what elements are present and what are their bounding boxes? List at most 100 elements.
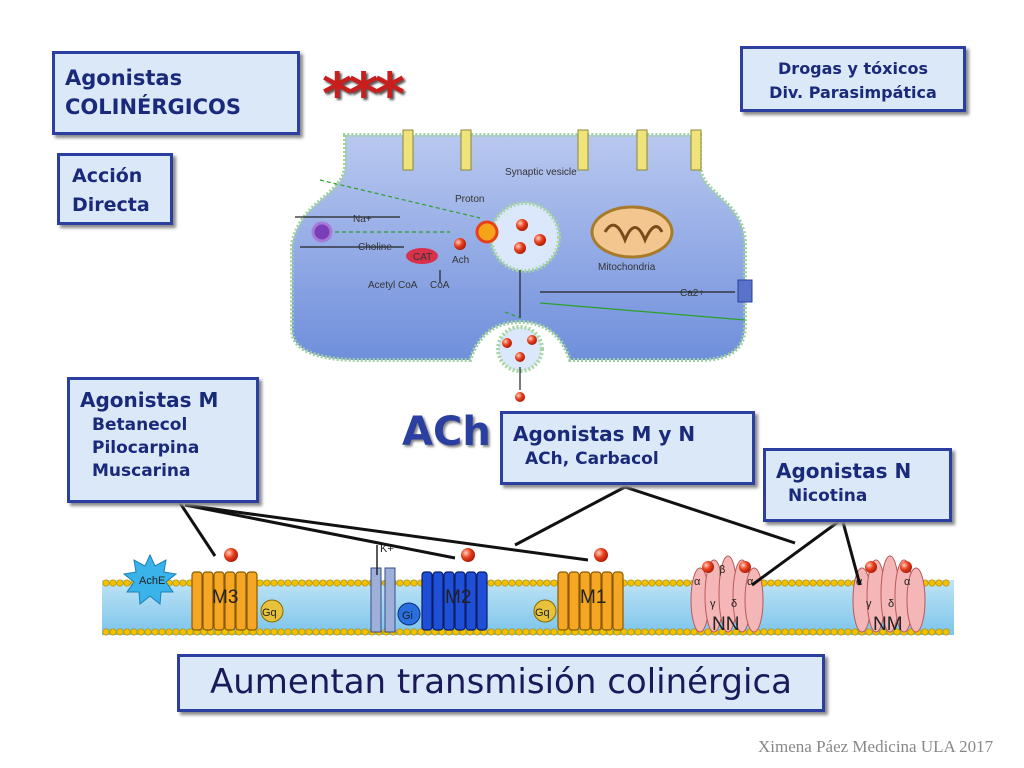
label-nn-delta: δ	[731, 598, 737, 610]
ache-enzyme: AchE	[122, 553, 178, 605]
m2-receptor: M2 Gi	[397, 548, 488, 631]
membrane-bead	[319, 579, 327, 587]
label-nm-delta: δ	[888, 598, 894, 610]
membrane-bead	[298, 579, 306, 587]
membrane-bead	[361, 628, 369, 636]
label-mitochondria: Mitochondria	[598, 262, 656, 273]
membrane-bead	[816, 579, 824, 587]
membrane-bead	[851, 628, 859, 636]
membrane-bead	[683, 579, 691, 587]
n-box-item: Nicotina	[788, 486, 868, 506]
membrane-bead	[641, 628, 649, 636]
membrane-bead	[893, 628, 901, 636]
membrane-bead	[123, 579, 131, 587]
membrane-bead	[291, 628, 299, 636]
title-box: Agonistas COLINÉRGICOS	[52, 51, 300, 135]
membrane-bead	[158, 628, 166, 636]
drugs-line1: Drogas y tóxicos	[778, 59, 928, 78]
membrane-bead	[354, 579, 362, 587]
label-nn-alpha2: α	[747, 576, 754, 588]
label-gq1: Gq	[262, 607, 277, 619]
membrane-bead	[270, 628, 278, 636]
membrane-bead	[767, 579, 775, 587]
label-nm-alpha2: α	[904, 576, 911, 588]
direct-line1: Acción	[72, 165, 143, 187]
membrane-bead	[151, 628, 159, 636]
membrane-bead	[487, 628, 495, 636]
nm-receptor: α γ δ α NM	[852, 555, 926, 635]
membrane-bead	[809, 628, 817, 636]
membrane-bead	[543, 628, 551, 636]
membrane-bead	[669, 628, 677, 636]
membrane-bead	[284, 628, 292, 636]
membrane-bead	[942, 579, 950, 587]
sodium-icon	[311, 221, 333, 243]
membrane-bead	[529, 579, 537, 587]
membrane-bead	[298, 628, 306, 636]
membrane-bead	[536, 628, 544, 636]
synaptic-vesicle	[489, 201, 561, 273]
membrane-bead	[179, 628, 187, 636]
label-proton: Proton	[455, 194, 484, 205]
membrane-bead	[417, 628, 425, 636]
label-nn: NN	[712, 614, 739, 635]
membrane-bead	[116, 628, 124, 636]
membrane-bead	[501, 628, 509, 636]
membrane-bead	[277, 579, 285, 587]
footer-credit: Ximena Páez Medicina ULA 2017	[758, 737, 994, 756]
label-gq2: Gq	[535, 607, 550, 619]
membrane-bead	[284, 579, 292, 587]
membrane-bead	[620, 628, 628, 636]
membrane-bead	[690, 628, 698, 636]
membrane-bead	[844, 628, 852, 636]
presynaptic-terminal: Synaptic vesicle Proton Na+ Choline CAT …	[285, 120, 753, 403]
membrane-bead	[515, 628, 523, 636]
membrane-bead	[396, 579, 404, 587]
membrane-bead	[144, 628, 152, 636]
membrane-bead	[172, 628, 180, 636]
membrane-bead	[823, 579, 831, 587]
label-cat: CAT	[413, 252, 432, 263]
nn-receptor: α β α γ δ NN	[690, 555, 764, 635]
muscarinic-agonists-box: Agonistas M Betanecol Pilocarpina Muscar…	[67, 377, 259, 503]
membrane-bead	[942, 628, 950, 636]
membrane-bead	[732, 628, 740, 636]
n-box-header: Agonistas N	[776, 459, 912, 483]
label-nm-gamma: γ	[866, 598, 872, 610]
drugs-box: Drogas y tóxicos Div. Parasimpática	[740, 46, 966, 112]
membrane-bead	[627, 628, 635, 636]
membrane-bead	[774, 628, 782, 636]
membrane-bead	[676, 628, 684, 636]
membrane-bead	[277, 628, 285, 636]
label-ache: AchE	[139, 575, 165, 587]
label-ach-small: Ach	[452, 255, 469, 266]
membrane-bead	[774, 579, 782, 587]
membrane-bead	[109, 628, 117, 636]
membrane-bead	[172, 579, 180, 587]
stars-mark: ***	[322, 60, 405, 128]
membrane-bead	[830, 579, 838, 587]
ach-label: ACh	[402, 409, 491, 455]
membrane-bead	[403, 628, 411, 636]
direct-action-box: Acción Directa	[57, 153, 173, 225]
postsynaptic-membrane: AchE M3 Gq K+	[102, 543, 954, 636]
membrane-bead	[102, 579, 110, 587]
membrane-bead	[767, 628, 775, 636]
membrane-bead	[634, 628, 642, 636]
membrane-bead	[816, 628, 824, 636]
conclusion-box: Aumentan transmisión colinérgica	[177, 654, 825, 712]
title-line2: COLINÉRGICOS	[65, 95, 241, 119]
membrane-bead	[662, 579, 670, 587]
membrane-bead	[655, 579, 663, 587]
membrane-bead	[515, 579, 523, 587]
membrane-bead	[844, 579, 852, 587]
mn-box-item: ACh, Carbacol	[525, 449, 659, 469]
label-synaptic-vesicle: Synaptic vesicle	[505, 167, 577, 178]
membrane-bead	[291, 579, 299, 587]
membrane-bead	[340, 579, 348, 587]
membrane-bead	[333, 579, 341, 587]
membrane-bead	[179, 579, 187, 587]
drugs-line2: Div. Parasimpática	[769, 83, 937, 102]
label-acetyl-coa: Acetyl CoA	[368, 280, 418, 291]
membrane-bead	[641, 579, 649, 587]
